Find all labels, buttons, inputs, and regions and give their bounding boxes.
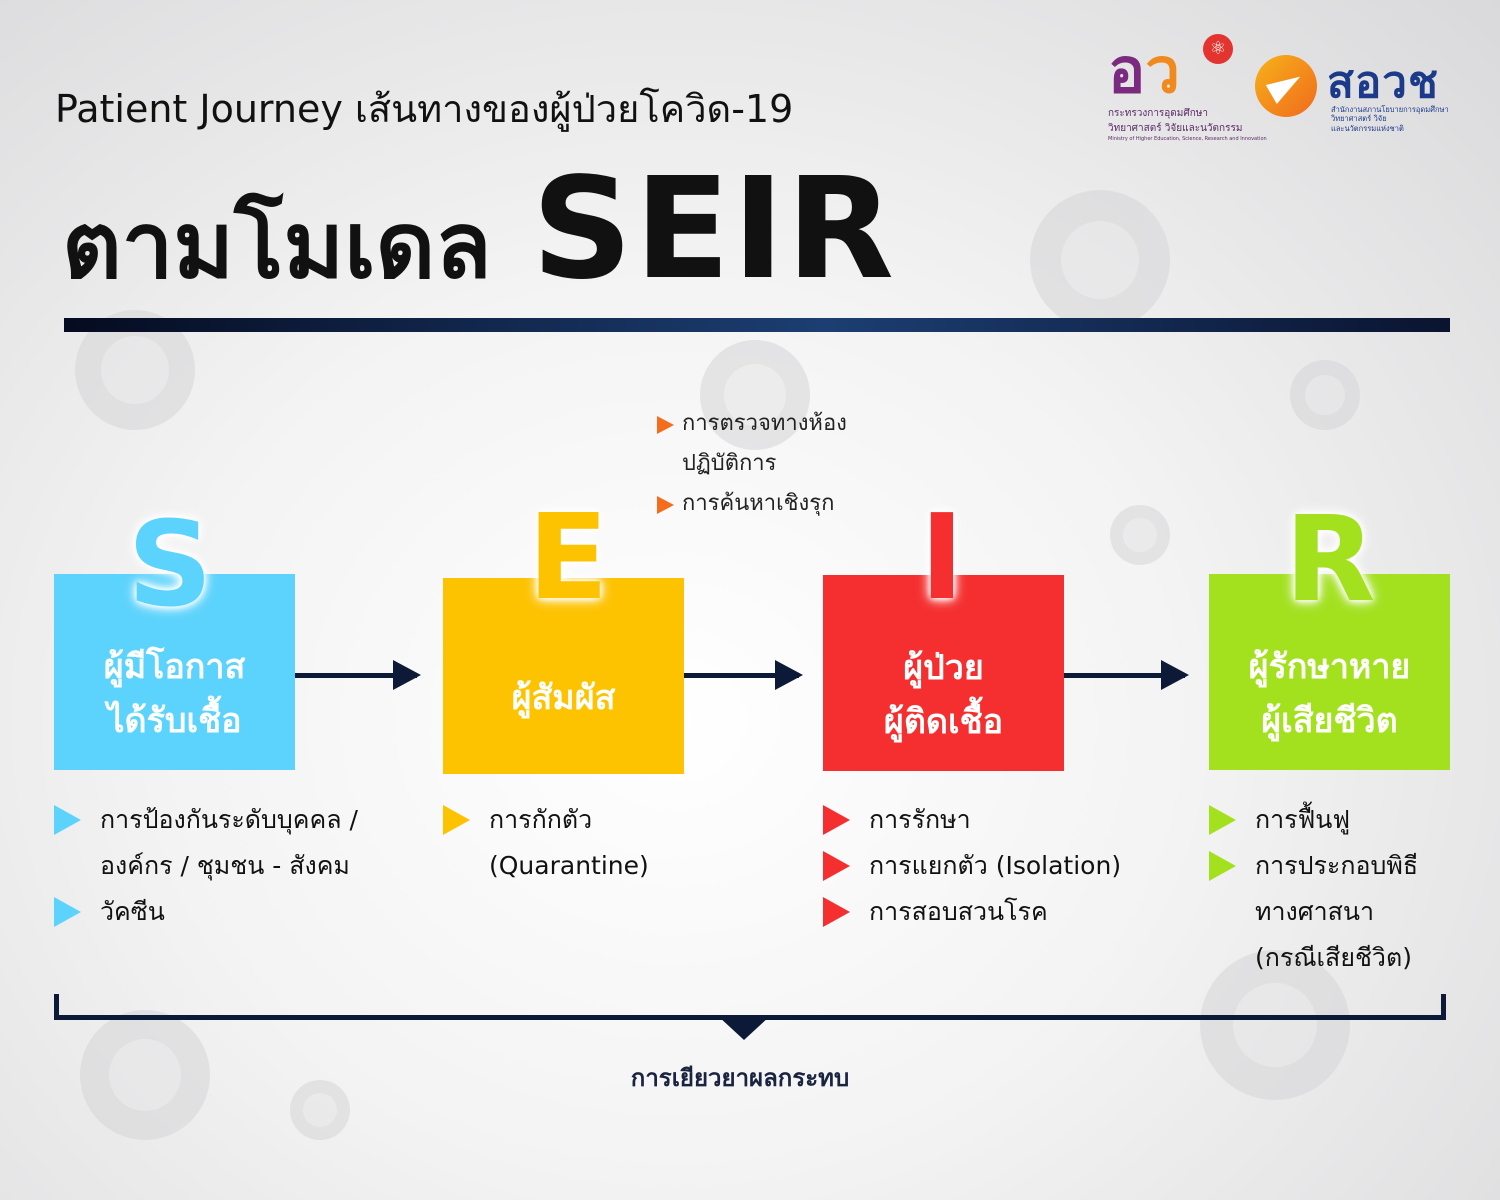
nxpo-logo-name: สอวช <box>1327 57 1439 108</box>
stage-box-e: ผู้สัมผัส <box>443 578 684 774</box>
stage-box-r: ผู้รักษาหาย ผู้เสียชีวิต <box>1209 574 1450 770</box>
stage-letter-e: E <box>527 488 609 626</box>
paper-plane-icon <box>1255 55 1317 117</box>
note-text: ปฏิบัติการ <box>682 451 777 476</box>
nxpo-logo-subtitle: สำนักงานสภานโยบายการอุดมศึกษา วิทยาศาสตร… <box>1331 105 1449 133</box>
bracket-pointer-icon <box>718 1016 770 1040</box>
page-title: Patient Journey เส้นทางของผู้ป่วยโควิด-1… <box>55 87 794 131</box>
triangle-bullet-icon <box>823 851 850 881</box>
mhesi-logo: อว ⚛ กระทรวงการอุดมศึกษา วิทยาศาสตร์ วิจ… <box>1108 34 1267 150</box>
stage-box-s: ผู้มีโอกาส ได้รับเชื้อ <box>54 574 295 770</box>
triangle-bullet-icon <box>657 496 674 514</box>
arrow-connector <box>684 660 803 690</box>
list-item: ทางศาสนา <box>1209 889 1418 935</box>
list-item: การประกอบพิธี <box>1209 843 1418 889</box>
list-item: การกักตัว <box>443 797 649 843</box>
triangle-bullet-icon <box>54 805 81 835</box>
list-item: การฟื้นฟู <box>1209 797 1418 843</box>
measure-text: (กรณีเสียชีวิต) <box>1255 943 1412 972</box>
list-item: ปฏิบัติการ <box>657 444 847 484</box>
atom-icon: ⚛ <box>1203 34 1233 64</box>
stage-label: ผู้สัมผัส <box>512 671 616 725</box>
triangle-bullet-icon <box>1209 805 1236 835</box>
stage-label-line: ผู้สัมผัส <box>511 677 616 718</box>
stage-letter-s: S <box>127 495 213 633</box>
list-item: การรักษา <box>823 797 1121 843</box>
list-item: การตรวจทางห้อง <box>657 404 847 444</box>
triangle-bullet-icon <box>54 897 81 927</box>
virus-decoration <box>1030 190 1170 330</box>
title-divider <box>64 318 1450 332</box>
list-item: (กรณีเสียชีวิต) <box>1209 935 1418 981</box>
stage-label-line: ผู้เสียชีวิต <box>1261 701 1398 741</box>
nxpo-sub-line1: สำนักงานสภานโยบายการอุดมศึกษา <box>1331 105 1449 114</box>
stage-label: ผู้รักษาหาย ผู้เสียชีวิต <box>1249 640 1411 749</box>
stage-letter-r: R <box>1284 490 1376 628</box>
stage-letter-i: I <box>920 488 964 626</box>
testing-notes: การตรวจทางห้อง ปฏิบัติการ การค้นหาเชิงรุ… <box>657 404 847 524</box>
list-item: การแยกตัว (Isolation) <box>823 843 1121 889</box>
measure-text: การแยกตัว (Isolation) <box>869 851 1122 880</box>
stage-label-line: ผู้รักษาหาย <box>1248 646 1411 687</box>
triangle-bullet-icon <box>443 805 470 835</box>
triangle-bullet-icon <box>823 805 850 835</box>
list-item: (Quarantine) <box>443 843 649 889</box>
nxpo-logo: สอวช สำนักงานสภานโยบายการอุดมศึกษา วิทยา… <box>1255 55 1455 135</box>
impact-label: การเยียวยาผลกระทบ <box>630 1064 850 1092</box>
virus-decoration <box>290 1080 350 1140</box>
list-item: การค้นหาเชิงรุก <box>657 484 847 524</box>
measure-text: การกักตัว <box>489 805 593 834</box>
stage-label: ผู้ป่วย ผู้ติดเชื้อ <box>884 641 1003 750</box>
note-text: การตรวจทางห้อง <box>682 411 847 436</box>
headline-thai: ตามโมเดล <box>62 192 492 299</box>
measure-text: การประกอบพิธี <box>1255 851 1419 880</box>
arrow-connector <box>295 660 421 690</box>
stage-i-measures: การรักษา การแยกตัว (Isolation) การสอบสวน… <box>823 797 1121 935</box>
measure-text: วัคซีน <box>100 897 165 926</box>
note-text: การค้นหาเชิงรุก <box>682 491 835 516</box>
measure-text: องค์กร / ชุมชน - สังคม <box>100 851 350 880</box>
stage-r-measures: การฟื้นฟู การประกอบพิธี ทางศาสนา (กรณีเส… <box>1209 797 1418 981</box>
nxpo-sub-line3: และนวัตกรรมแห่งชาติ <box>1331 123 1404 133</box>
stage-label-line: ผู้ป่วย <box>903 647 984 688</box>
list-item: วัคซีน <box>54 889 358 935</box>
mhesi-logo-line1: กระทรวงการอุดมศึกษา <box>1108 108 1208 119</box>
list-item: การสอบสวนโรค <box>823 889 1121 935</box>
virus-decoration <box>700 340 810 450</box>
triangle-bullet-icon <box>823 897 850 927</box>
stage-label: ผู้มีโอกาส ได้รับเชื้อ <box>104 640 245 749</box>
virus-decoration <box>1200 950 1350 1100</box>
mhesi-logo-line3: Ministry of Higher Education, Science, R… <box>1108 136 1267 142</box>
mhesi-logo-line2: วิทยาศาสตร์ วิจัยและนวัตกรรม <box>1108 123 1243 134</box>
list-item: การป้องกันระดับบุคคล / <box>54 797 358 843</box>
virus-decoration <box>80 1010 210 1140</box>
virus-decoration <box>1290 360 1360 430</box>
measure-text: การรักษา <box>869 805 971 834</box>
triangle-bullet-icon <box>1209 851 1236 881</box>
arrow-connector <box>1064 660 1189 690</box>
mhesi-logo-mark: อว <box>1108 34 1181 107</box>
measure-text: การสอบสวนโรค <box>869 897 1048 926</box>
nxpo-sub-line2: วิทยาศาสตร์ วิจัย <box>1331 114 1387 124</box>
stage-s-measures: การป้องกันระดับบุคคล / องค์กร / ชุมชน - … <box>54 797 358 935</box>
headline-seir: SEIR <box>531 148 897 311</box>
stage-box-i: ผู้ป่วย ผู้ติดเชื้อ <box>823 575 1064 771</box>
measure-text: (Quarantine) <box>489 851 649 880</box>
stage-label-line: ได้รับเชื้อ <box>107 701 242 741</box>
measure-text: ทางศาสนา <box>1255 897 1375 926</box>
measure-text: การฟื้นฟู <box>1255 805 1351 834</box>
virus-decoration <box>1110 505 1170 565</box>
stage-label-line: ผู้ติดเชื้อ <box>883 702 1004 742</box>
triangle-bullet-icon <box>657 416 674 434</box>
measure-text: การป้องกันระดับบุคคล / <box>100 805 358 834</box>
stage-e-measures: การกักตัว (Quarantine) <box>443 797 649 889</box>
list-item: องค์กร / ชุมชน - สังคม <box>54 843 358 889</box>
stage-label-line: ผู้มีโอกาส <box>103 646 246 687</box>
